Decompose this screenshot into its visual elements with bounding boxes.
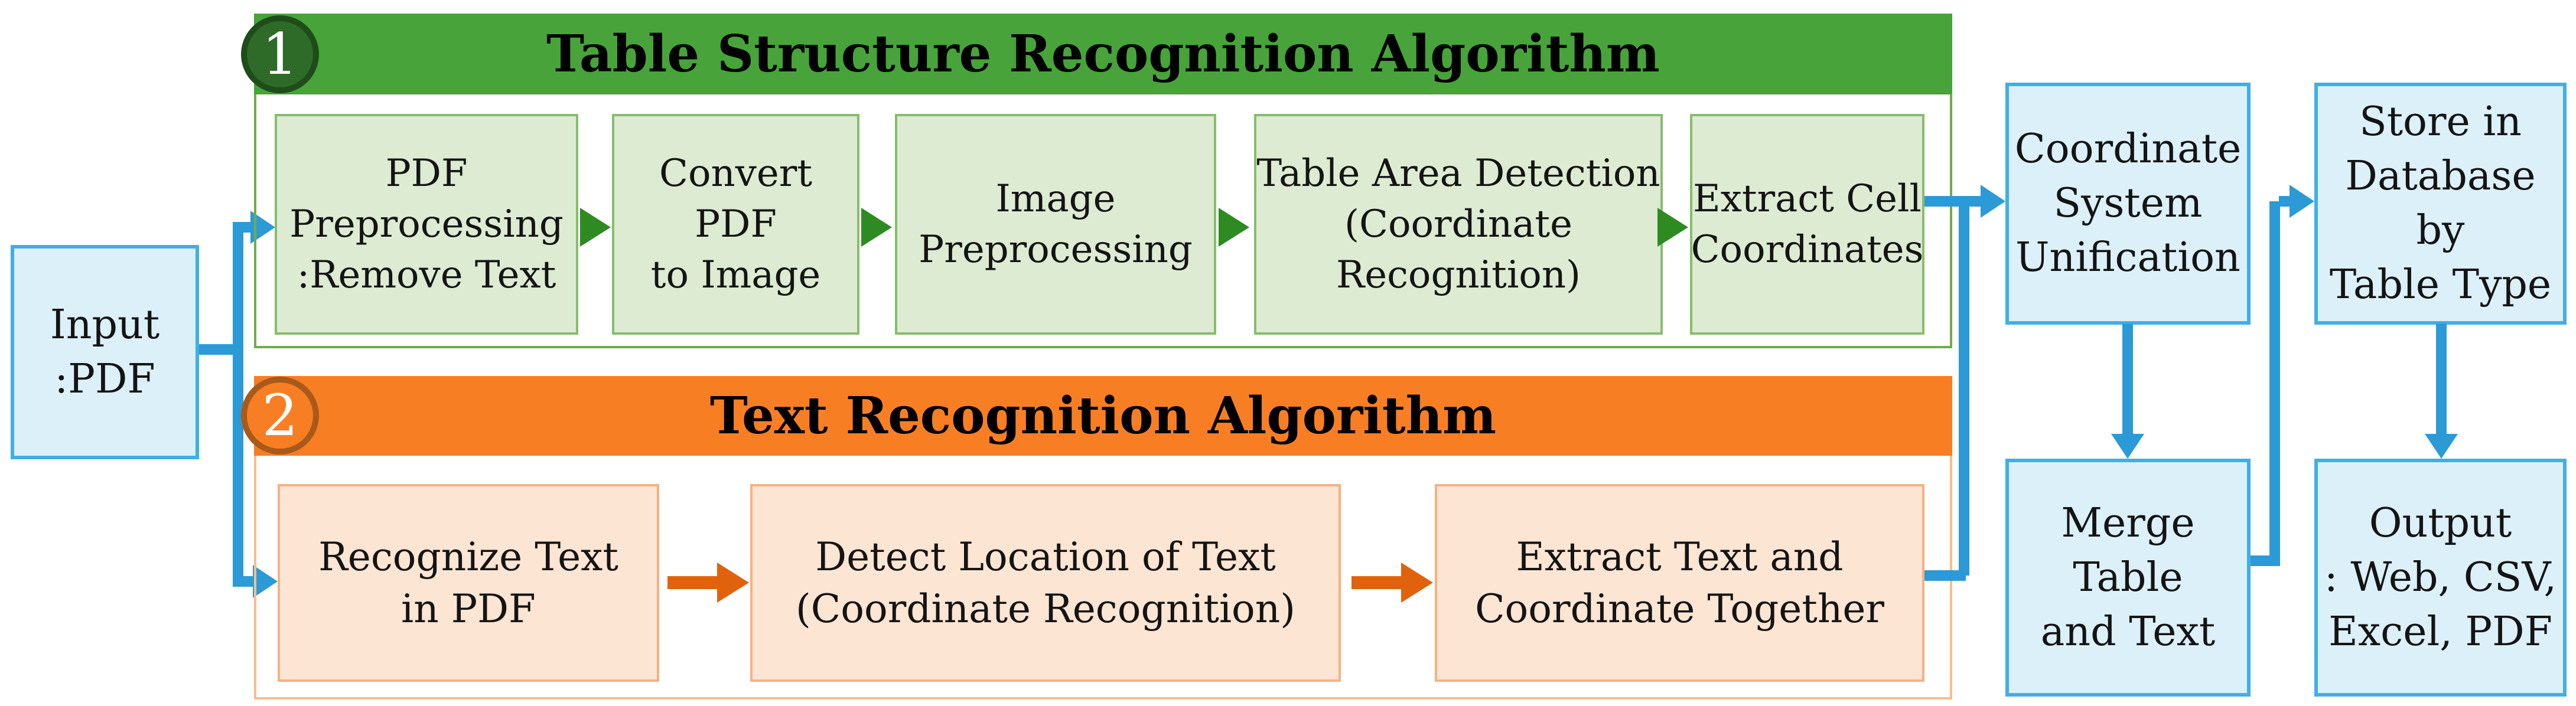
box-text-line: Store in xyxy=(2359,99,2522,145)
connector-unification-to-merge xyxy=(2122,323,2133,436)
box-text-line: to Image xyxy=(650,253,821,297)
section-1-header: Table Structure Recognition Algorithm xyxy=(254,14,1952,94)
box-text-line: Output xyxy=(2369,499,2512,547)
section-2-title: Text Recognition Algorithm xyxy=(709,386,1497,446)
box-text-line: (Coordinate Recognition) xyxy=(796,586,1295,632)
box-text-line: Detect Location of Text xyxy=(815,534,1276,580)
arrow-step1-to-step2 xyxy=(580,208,611,247)
box-coordinate-system-unification: Coordinate System Unification xyxy=(2005,83,2251,325)
section-1-number-badge: 1 xyxy=(241,15,319,93)
box-text-line: Extract Text and xyxy=(1516,534,1844,580)
step-detect-text-location: Detect Location of Text (Coordinate Reco… xyxy=(750,484,1341,682)
box-text-line: :PDF xyxy=(54,355,155,403)
connector-merge-elbow-top xyxy=(2279,196,2291,207)
box-text-line: Preprocessing xyxy=(289,202,564,246)
connector-extractcell-to-unification xyxy=(1924,196,1982,207)
box-text-line: System xyxy=(2053,180,2203,227)
step-table-area-detection: Table Area Detection (Coordinate Recogni… xyxy=(1254,114,1663,335)
step-pdf-preprocessing: PDF Preprocessing :Remove Text xyxy=(275,114,578,335)
connector-store-to-output xyxy=(2436,323,2447,436)
box-text-line: : Web, CSV, xyxy=(2324,554,2557,601)
box-text-line: Coordinate xyxy=(2014,126,2242,172)
section-1-title: Table Structure Recognition Algorithm xyxy=(546,24,1660,84)
step-extract-text-and-coordinate: Extract Text and Coordinate Together xyxy=(1435,484,1924,682)
arrow-step4-to-step5 xyxy=(1657,208,1688,247)
box-text-line: (Coordinate Recognition) xyxy=(1336,202,1581,297)
box-text-line: Extract Cell xyxy=(1693,177,1922,221)
arrow-detect-to-extract-head xyxy=(1401,563,1433,603)
step-recognize-text-in-pdf: Recognize Text in PDF xyxy=(278,484,659,682)
box-text-line: in PDF xyxy=(401,586,536,632)
arrow-recognize-to-detect-head xyxy=(717,563,749,603)
box-text-line: Coordinate Together xyxy=(1475,586,1884,632)
arrowhead-into-output xyxy=(2425,434,2458,459)
arrowhead-into-merge xyxy=(2111,434,2144,459)
connector-merge-elbow-vertical xyxy=(2269,201,2280,566)
box-text-line: Table Type xyxy=(2329,262,2552,308)
box-text-line: :Remove Text xyxy=(297,253,556,297)
connector-extracttext-merge xyxy=(1924,570,1966,581)
box-text-line: Input xyxy=(50,301,160,348)
box-text-line: Database by xyxy=(2345,153,2536,254)
box-text-line: and Text xyxy=(2040,608,2216,655)
box-text-line: Coordinates xyxy=(1691,228,1924,272)
arrowhead-into-unification xyxy=(1981,185,2005,218)
connector-input-trunk xyxy=(233,222,243,587)
box-merge-table-and-text: Merge Table and Text xyxy=(2005,459,2251,697)
box-text-line: Merge xyxy=(2061,499,2195,547)
connector-input-top-elbow xyxy=(233,222,253,233)
connector-input-stub xyxy=(199,344,235,355)
box-store-in-database: Store in Database by Table Type xyxy=(2314,83,2567,325)
arrow-recognize-to-detect-tail xyxy=(667,576,717,589)
arrowhead-into-recognize-text xyxy=(253,565,278,598)
arrow-step2-to-step3 xyxy=(861,208,892,247)
section-2-header: Text Recognition Algorithm xyxy=(254,376,1952,456)
box-text-line: Image xyxy=(995,177,1116,221)
step-extract-cell-coordinates: Extract Cell Coordinates xyxy=(1690,114,1924,335)
step-convert-pdf-to-image: Convert PDF to Image xyxy=(612,114,859,335)
arrow-step3-to-step4 xyxy=(1219,208,1249,247)
box-text-line: Preprocessing xyxy=(919,228,1193,272)
box-text-line: Excel, PDF xyxy=(2329,608,2552,655)
box-text-line: Convert PDF xyxy=(659,152,813,246)
connector-text-branch-trunk xyxy=(1959,201,1969,576)
box-text-line: Unification xyxy=(2015,234,2240,281)
box-text-line: Table xyxy=(2073,554,2183,601)
badge-number: 2 xyxy=(262,383,298,449)
input-pdf-box: Input :PDF xyxy=(11,245,199,459)
box-text-line: PDF xyxy=(385,152,468,195)
step-image-preprocessing: Image Preprocessing xyxy=(895,114,1216,335)
badge-number: 1 xyxy=(262,21,298,87)
section-2-number-badge: 2 xyxy=(241,377,319,455)
connector-input-bottom-elbow xyxy=(233,576,255,587)
box-text-line: Recognize Text xyxy=(318,534,618,580)
arrow-detect-to-extract-tail xyxy=(1351,576,1401,589)
box-final-output: Output : Web, CSV, Excel, PDF xyxy=(2314,459,2567,697)
arrowhead-into-store-database xyxy=(2290,185,2314,218)
box-text-line: Table Area Detection xyxy=(1256,152,1660,195)
